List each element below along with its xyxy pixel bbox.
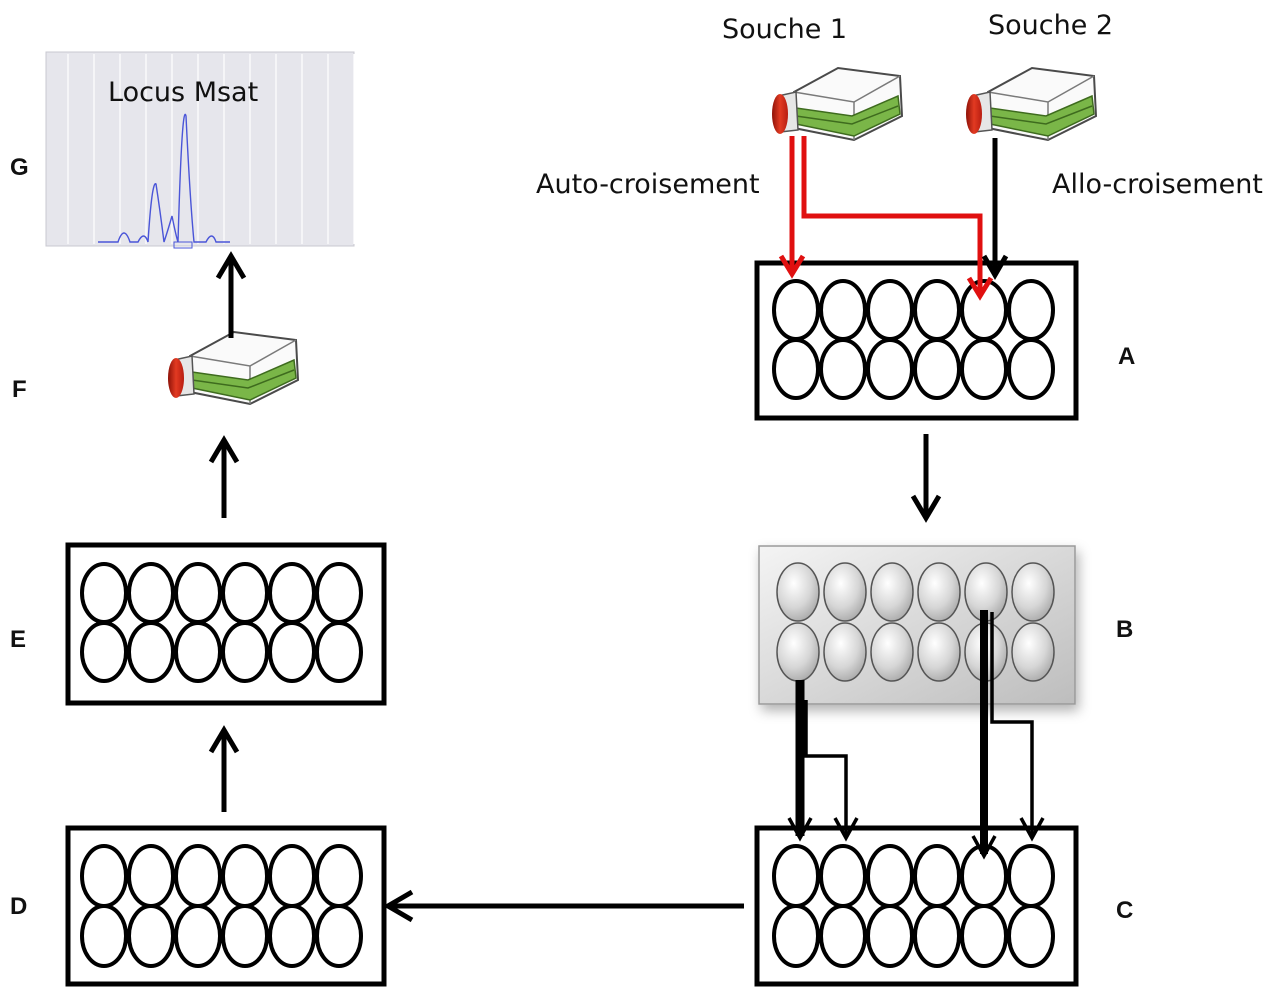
- step-f-label: F: [12, 376, 27, 403]
- plate-well: [80, 844, 128, 908]
- plate-well: [315, 621, 363, 683]
- plate-well: [866, 279, 914, 341]
- chromatogram-trace: [98, 113, 230, 243]
- plate-a: [754, 260, 1079, 421]
- plate-well: [80, 621, 128, 683]
- plate-well: [1011, 562, 1055, 622]
- plate-well: [917, 562, 961, 622]
- plate-e: [65, 542, 387, 706]
- plate-well: [127, 904, 175, 968]
- arrow-f-to-g: [215, 251, 247, 338]
- auto-cross-arrows: [778, 136, 994, 301]
- strain-1-flask-icon: [771, 67, 903, 141]
- plate-well: [1007, 844, 1055, 908]
- plate-well: [174, 844, 222, 908]
- plate-well: [315, 844, 363, 908]
- arrows-b-to-c: [787, 610, 1045, 860]
- plate-well: [127, 621, 175, 683]
- plate-well: [913, 279, 961, 341]
- plate-c: [754, 825, 1079, 987]
- arrow-e-to-f: [208, 435, 240, 518]
- plate-well: [823, 622, 867, 682]
- plate-well: [960, 904, 1008, 968]
- step-b-label: B: [1116, 616, 1133, 643]
- plate-well: [221, 904, 269, 968]
- plate-well: [913, 844, 961, 908]
- plate-well: [127, 562, 175, 624]
- allo-cross-arrow: [981, 138, 1009, 280]
- plate-well: [870, 622, 914, 682]
- plate-well: [268, 844, 316, 908]
- plate-well: [819, 338, 867, 400]
- chromatogram-panel: Locus Msat: [45, 51, 355, 249]
- plate-well: [913, 904, 961, 968]
- arrow-d-to-e: [208, 725, 240, 812]
- plate-well: [772, 844, 820, 908]
- plate-well: [174, 904, 222, 968]
- plate-well: [80, 562, 128, 624]
- plate-well: [1011, 622, 1055, 682]
- plate-well: [913, 338, 961, 400]
- plate-well: [823, 562, 867, 622]
- step-e-label: E: [10, 626, 26, 653]
- plate-well: [221, 621, 269, 683]
- plate-well: [870, 562, 914, 622]
- chromatogram-title: Locus Msat: [108, 77, 258, 108]
- plate-well: [772, 338, 820, 400]
- plate-well: [776, 622, 820, 682]
- plate-well: [268, 904, 316, 968]
- plate-well: [772, 904, 820, 968]
- step-a-label: A: [1118, 343, 1135, 370]
- plate-well: [1007, 904, 1055, 968]
- plate-well: [221, 844, 269, 908]
- step-f-flask-icon: [167, 331, 299, 405]
- plate-well: [866, 904, 914, 968]
- plate-well: [221, 562, 269, 624]
- plate-well: [772, 279, 820, 341]
- plate-well: [776, 562, 820, 622]
- strain-2-flask-icon: [965, 67, 1097, 141]
- plate-well: [174, 621, 222, 683]
- strain-1-label: Souche 1: [722, 14, 847, 45]
- plate-well: [819, 844, 867, 908]
- allo-cross-label: Allo-croisement: [1052, 169, 1263, 200]
- step-d-label: D: [10, 893, 27, 920]
- step-g-label: G: [10, 154, 29, 181]
- plate-well: [315, 562, 363, 624]
- plate-well: [80, 904, 128, 968]
- plate-well: [1007, 338, 1055, 400]
- plate-well: [268, 562, 316, 624]
- plate-well: [819, 279, 867, 341]
- arrow-a-to-b: [910, 434, 942, 523]
- plate-well: [866, 338, 914, 400]
- plate-well: [127, 844, 175, 908]
- plate-well: [268, 621, 316, 683]
- plate-well: [1007, 279, 1055, 341]
- plate-well: [174, 562, 222, 624]
- peak-marker: [173, 241, 193, 249]
- plate-d: [65, 825, 387, 987]
- plate-well: [960, 338, 1008, 400]
- auto-cross-label: Auto-croisement: [536, 169, 760, 200]
- arrow-c-to-d: [383, 889, 744, 923]
- plate-well: [315, 904, 363, 968]
- plate-well: [819, 904, 867, 968]
- step-c-label: C: [1116, 897, 1133, 924]
- plate-b: [758, 545, 1076, 705]
- strain-2-label: Souche 2: [988, 10, 1113, 41]
- plate-well: [866, 844, 914, 908]
- plate-well: [917, 622, 961, 682]
